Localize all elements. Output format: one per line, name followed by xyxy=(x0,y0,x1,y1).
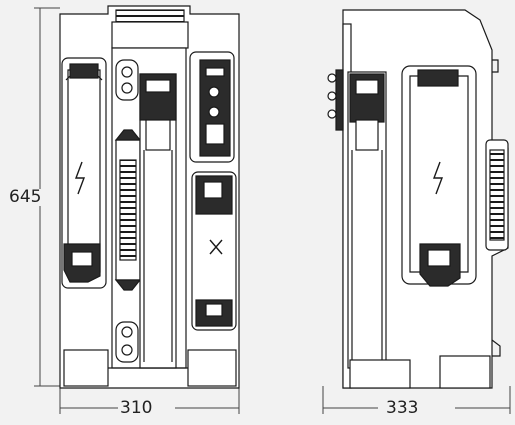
front-width-dimension-line xyxy=(59,386,240,414)
front-width-dimension-label: 310 xyxy=(120,398,153,418)
side-view xyxy=(327,9,509,389)
height-dimension-label: 645 xyxy=(9,187,42,207)
side-depth-dimension-line xyxy=(322,386,511,414)
side-depth-dimension-label: 333 xyxy=(386,398,419,418)
front-view xyxy=(59,5,240,389)
